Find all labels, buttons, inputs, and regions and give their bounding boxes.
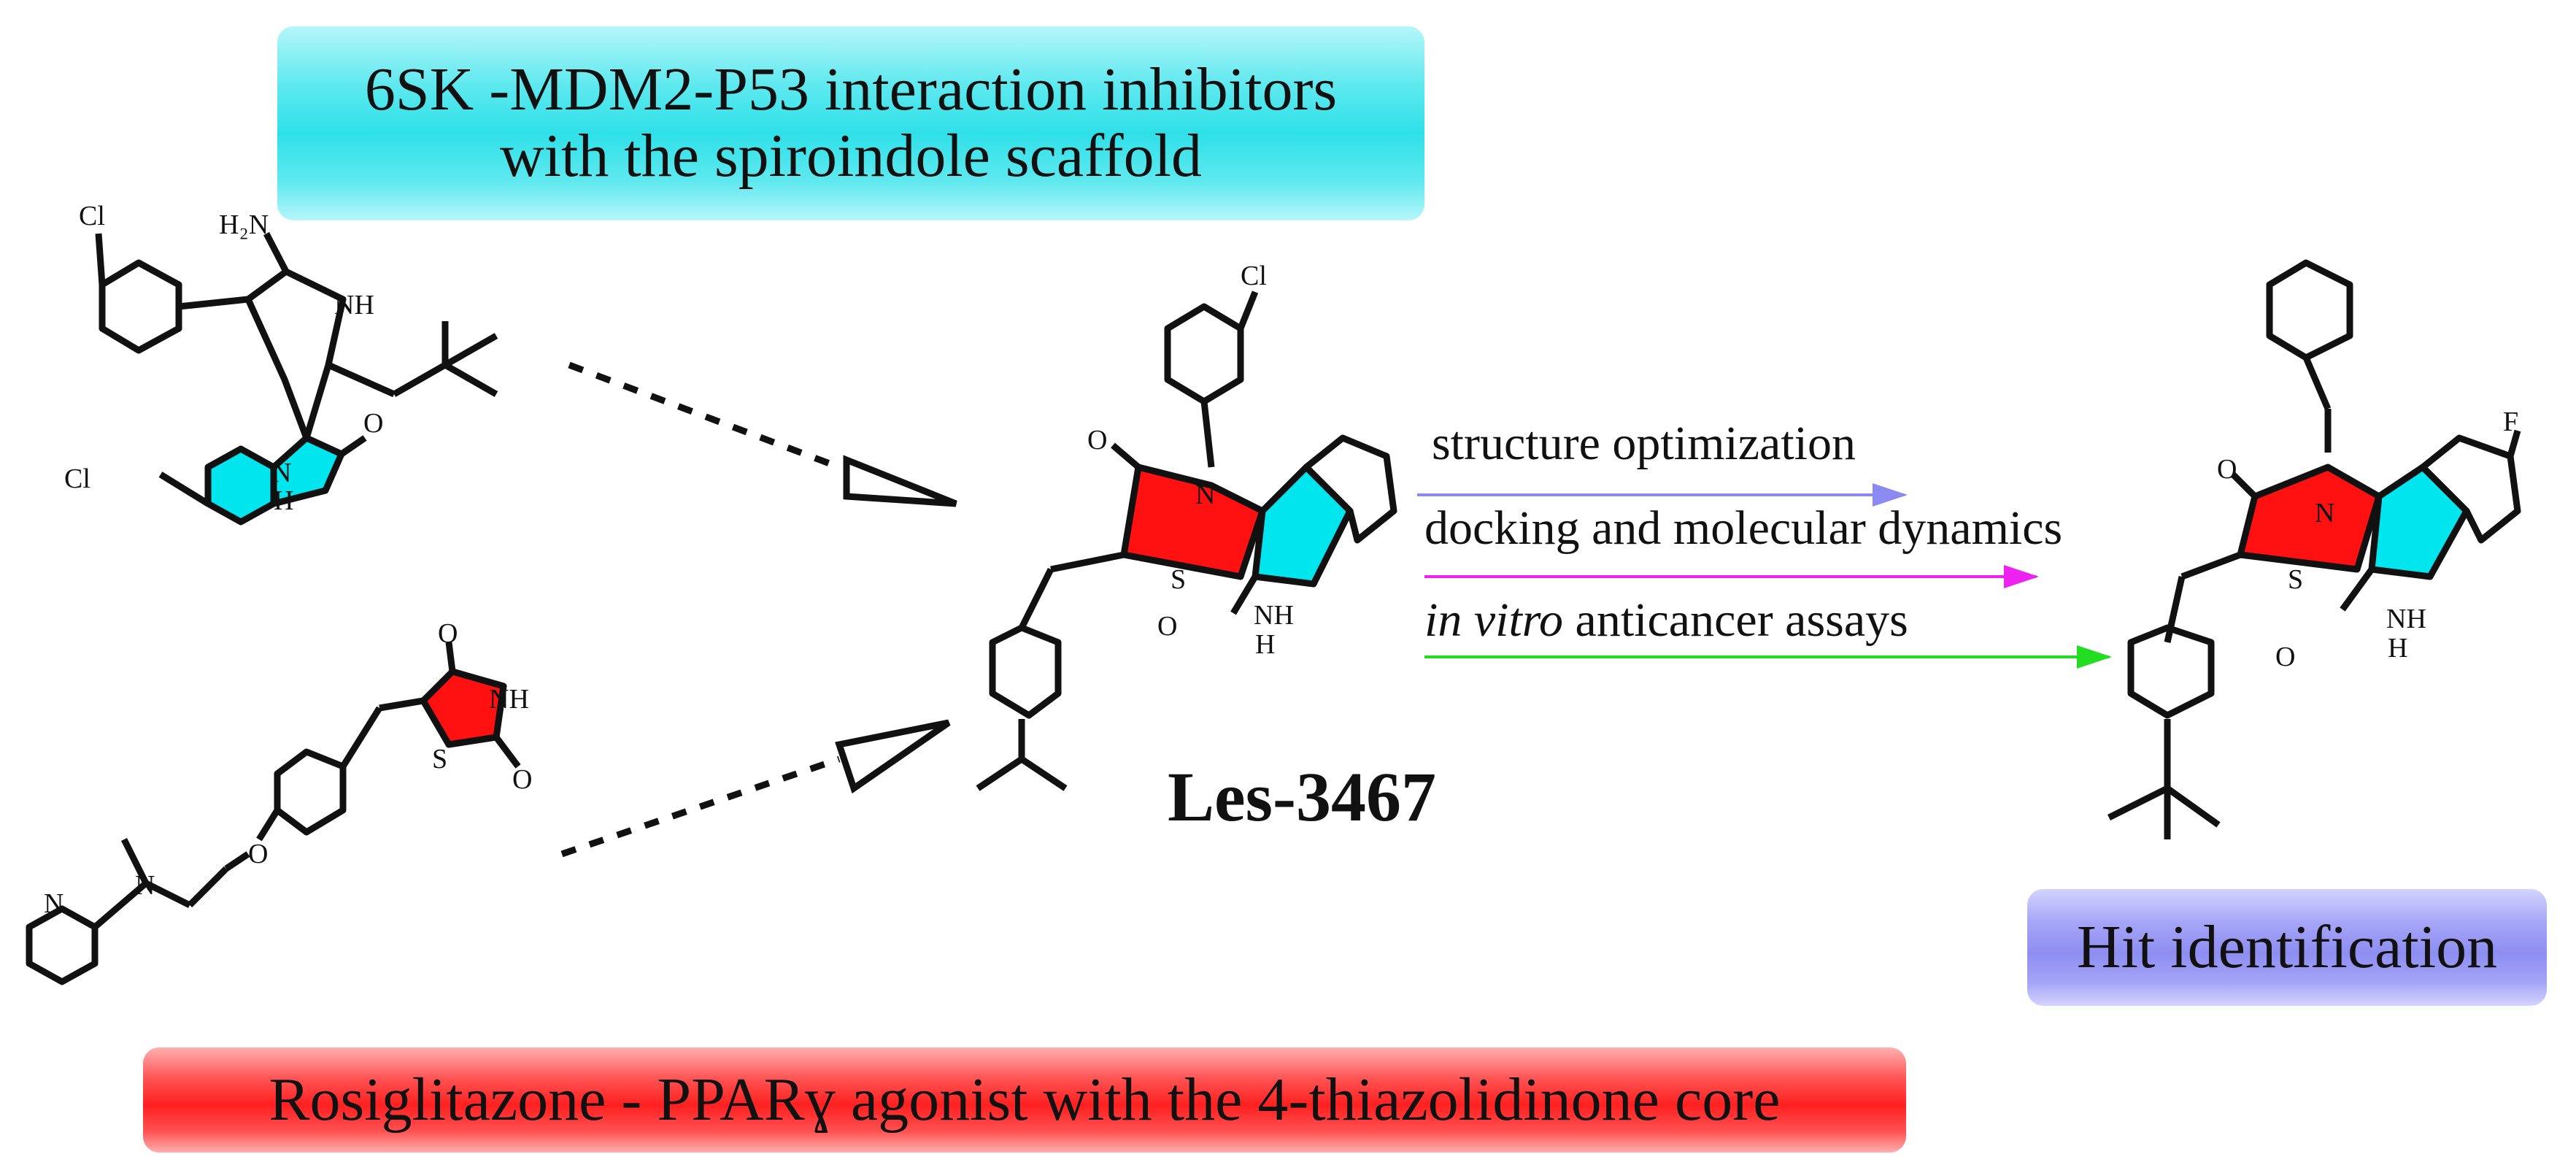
pyrrolidine-ring	[244, 268, 347, 442]
chlorophenyl-ring	[1164, 303, 1244, 405]
atom-label: Cl	[79, 201, 105, 231]
atom-label: Cl	[1241, 261, 1267, 291]
step-italic-part: in vitro	[1424, 593, 1564, 647]
atom-label: O	[2275, 642, 2295, 672]
dashed-arrow-top	[568, 361, 957, 507]
chlorophenyl-ring	[99, 259, 182, 354]
rosiglitazone-caption: Rosiglitazone - PPARɣ agonist with the 4…	[269, 1065, 1781, 1134]
hit-identification-caption: Hit identification	[2076, 912, 2498, 981]
phenylene-ring	[274, 748, 347, 836]
thiazolidinedione-ring	[420, 668, 507, 748]
atom-label: N	[135, 870, 155, 901]
atom-label: O	[438, 618, 458, 649]
molecule-spiroindole-inhibitor	[95, 231, 498, 526]
indole-benzene-ring	[204, 445, 277, 526]
box-top-line-2: with the spiroindole scaffold	[500, 122, 1202, 190]
atom-label: Cl	[64, 464, 90, 494]
pyridine-ring	[26, 905, 99, 985]
atom-label: O	[2217, 454, 2237, 485]
atom-label: N	[44, 888, 63, 919]
spiroindole-inhibitors-box: 6SK -MDM2-P53 interaction inhibitors wit…	[277, 26, 1424, 220]
atom-label: NH	[489, 684, 529, 715]
atom-label: NH	[1254, 600, 1294, 631]
cyan-indolinone-ring	[2368, 464, 2470, 580]
thiazolidinone-ring	[2237, 464, 2383, 573]
tertbutylphenyl-ring	[2127, 624, 2215, 719]
atom-label: F	[2503, 407, 2518, 437]
atom-label: O	[363, 408, 383, 439]
step-docking: docking and molecular dynamics	[1424, 501, 2063, 555]
atom-label: NH	[2386, 604, 2426, 634]
atom-label: O	[248, 839, 268, 869]
atom-label: NH	[334, 290, 374, 320]
box-top-line-1: 6SK -MDM2-P53 interaction inhibitors	[364, 55, 1338, 124]
cyan-indolinone-ring	[1252, 464, 1354, 588]
atom-label: N	[1195, 480, 1215, 510]
atom-label: N	[271, 458, 291, 488]
molecule-rosiglitazone	[26, 642, 521, 985]
isopropylphenyl-ring	[989, 624, 1062, 719]
benzyl-ring	[2266, 259, 2353, 361]
hit-identification-box: Hit identification	[2027, 889, 2547, 1006]
atom-label: O	[512, 764, 532, 795]
molecule-les-3467	[976, 291, 1397, 791]
atom-label: H	[274, 485, 293, 516]
step-rest-part: anticancer assays	[1563, 593, 1908, 647]
atom-label: N	[2315, 498, 2334, 528]
atom-label: O	[1157, 611, 1177, 642]
indole-pyrrole-ring	[270, 434, 345, 507]
rosiglitazone-box: Rosiglitazone - PPARɣ agonist with the 4…	[143, 1047, 1906, 1153]
atom-label: H	[2388, 633, 2407, 664]
atom-label: S	[2288, 564, 2303, 595]
atom-label: O	[1087, 425, 1107, 455]
compound-label: Les-3467	[1168, 758, 1436, 836]
atom-label: S	[1171, 564, 1186, 595]
dashed-arrow-bottom	[560, 719, 951, 858]
atom-label: H	[1255, 629, 1275, 660]
step-anticancer-assays: in vitro anticancer assays	[1424, 593, 1908, 648]
molecule-hit-compound	[2107, 259, 2521, 839]
atom-label: H₂N	[219, 209, 269, 240]
thiazolidinone-ring	[1120, 464, 1266, 580]
benzo-ring	[1303, 434, 1397, 544]
fluoro-benzo-ring	[2419, 434, 2521, 544]
step-structure-optimization: structure optimization	[1432, 417, 1856, 470]
atom-label: S	[432, 744, 447, 774]
